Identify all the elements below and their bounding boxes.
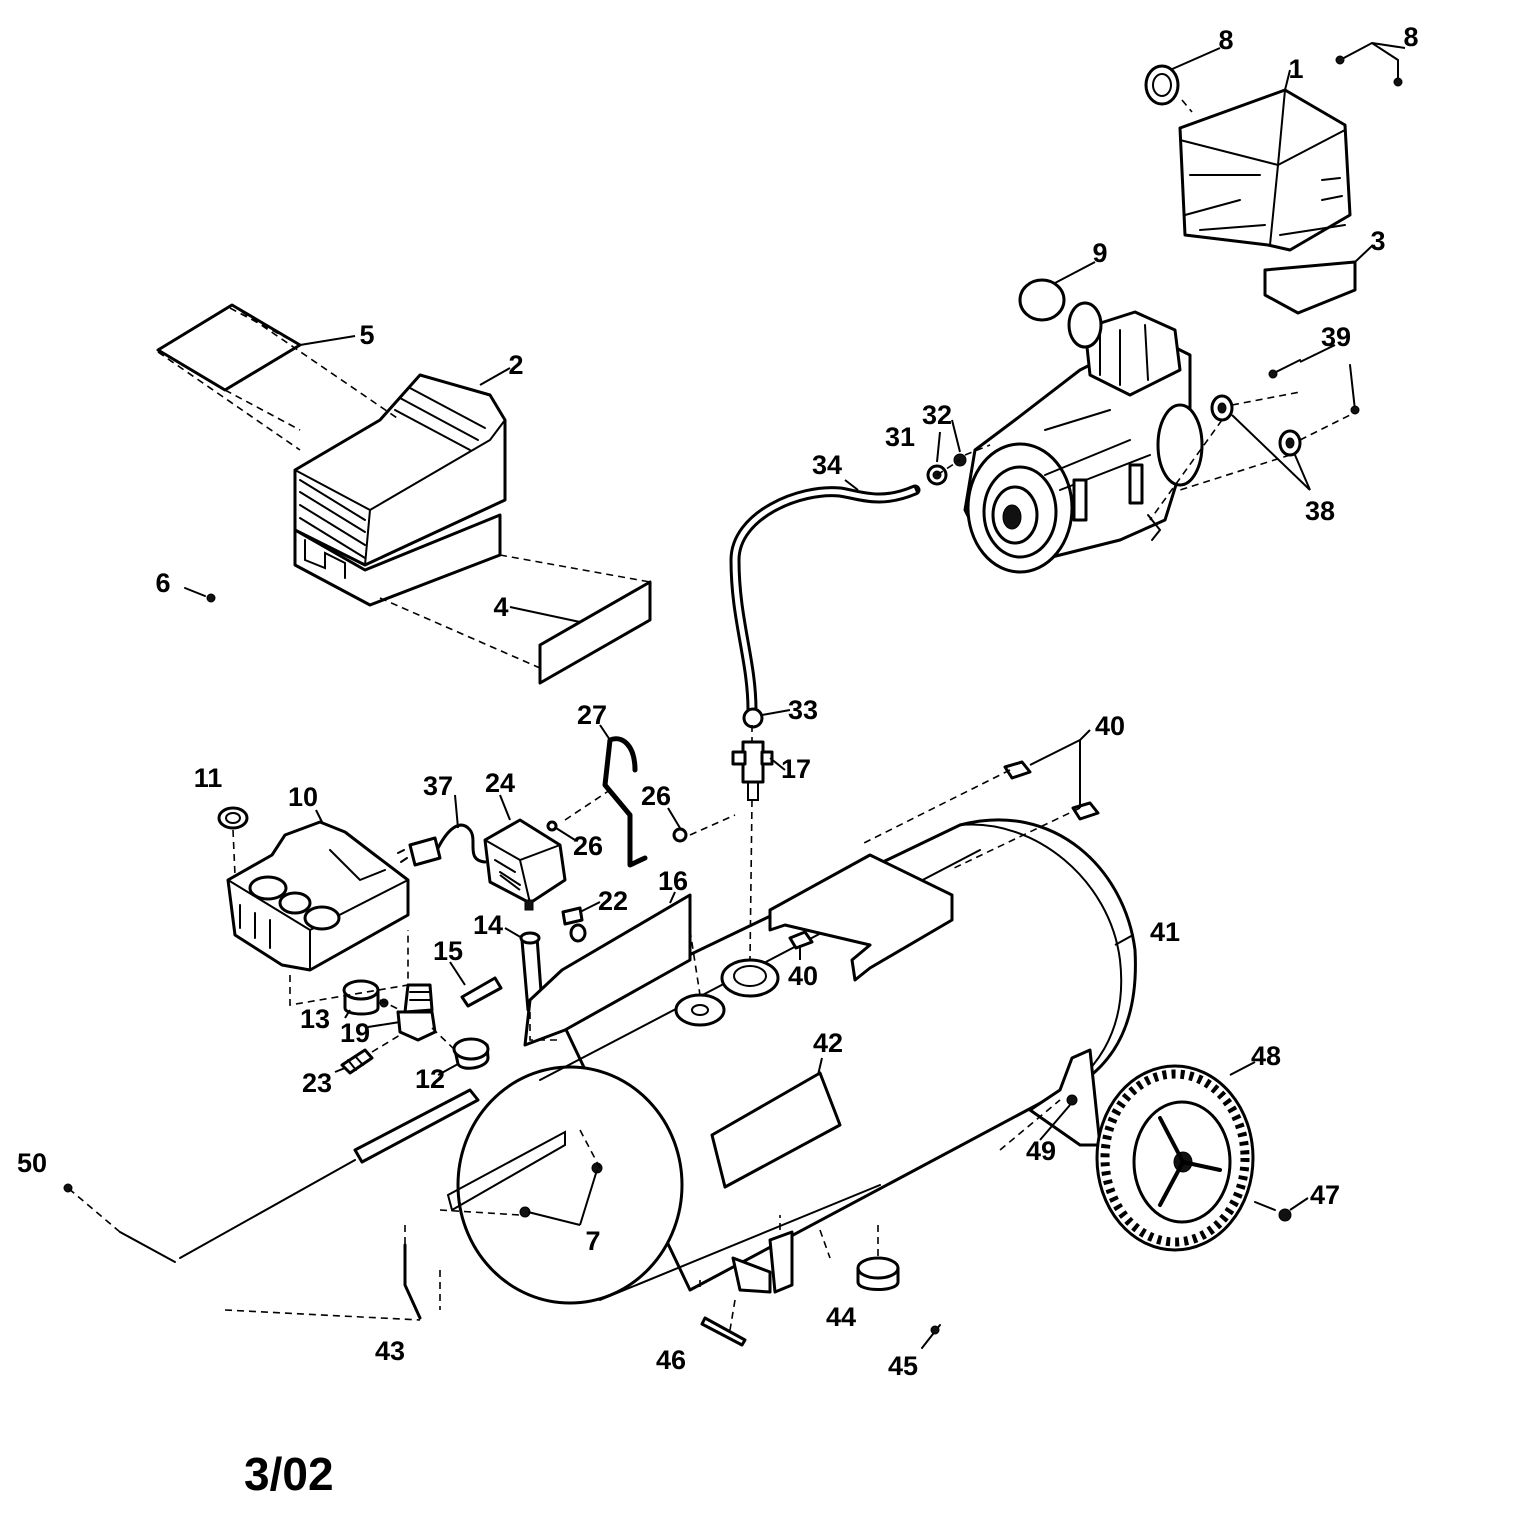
part-26-fitting-a xyxy=(672,827,688,843)
part-23-nipple xyxy=(340,1048,374,1075)
part-40-pad-c xyxy=(788,930,814,950)
part-40-pad-a xyxy=(1003,760,1032,780)
part-37-power-cord xyxy=(397,823,487,867)
callout-40a: 40 xyxy=(1095,711,1125,741)
callout-5: 5 xyxy=(359,320,374,350)
part-42-decal xyxy=(710,1071,842,1189)
callout-34: 34 xyxy=(812,450,842,480)
part-16-cover xyxy=(523,893,692,1047)
part-9-filter xyxy=(1018,278,1066,322)
leader-lines xyxy=(299,42,1406,1226)
callout-12: 12 xyxy=(415,1064,445,1094)
tank-washer xyxy=(674,993,726,1027)
part-40-pad-b xyxy=(1071,801,1100,821)
callout-40b: 40 xyxy=(788,961,818,991)
part-50-handle xyxy=(63,1088,480,1263)
callout-6: 6 xyxy=(155,568,170,598)
callout-16: 16 xyxy=(658,866,688,896)
front-leg xyxy=(768,1230,794,1294)
date-code: 3/02 xyxy=(244,1448,334,1500)
part-38-washer-b xyxy=(1278,429,1302,457)
callout-38: 38 xyxy=(1305,496,1335,526)
part-4-decal xyxy=(538,580,652,685)
assembly-lines xyxy=(67,99,1351,1331)
part-39-screw xyxy=(1268,359,1360,415)
wheel-bracket xyxy=(1028,1048,1102,1147)
callout-1: 1 xyxy=(1288,54,1303,84)
callout-19: 19 xyxy=(340,1018,370,1048)
callout-45: 45 xyxy=(888,1351,918,1381)
part-12-gauge xyxy=(452,1037,490,1070)
part-1-belt-guard xyxy=(1178,88,1352,252)
part-47-bolt xyxy=(1254,1201,1292,1222)
callout-33: 33 xyxy=(788,695,818,725)
callout-14: 14 xyxy=(473,910,503,940)
callout-44: 44 xyxy=(826,1302,856,1332)
callout-27: 27 xyxy=(577,700,607,730)
callout-15: 15 xyxy=(433,936,463,966)
callout-42: 42 xyxy=(813,1028,843,1058)
callout-41: 41 xyxy=(1150,917,1180,947)
callout-31: 31 xyxy=(885,422,915,452)
callout-11: 11 xyxy=(194,763,223,793)
part-5-decal xyxy=(156,303,302,392)
callout-32: 32 xyxy=(922,400,952,430)
callout-17: 17 xyxy=(781,754,811,784)
pump-motor-assembly xyxy=(963,301,1204,574)
part-11-fitting xyxy=(217,806,249,830)
part-2-shroud xyxy=(293,373,507,607)
part-19-regulator xyxy=(396,983,437,1042)
part-3-decal xyxy=(1263,260,1357,315)
callout-46: 46 xyxy=(656,1345,686,1375)
callout-24: 24 xyxy=(485,768,515,798)
motor-mounting-plate xyxy=(768,853,954,982)
callout-8a: 8 xyxy=(1218,25,1233,55)
callout-26a: 26 xyxy=(641,781,671,811)
part-22-valve xyxy=(561,906,587,943)
part-49-bolt xyxy=(1066,1094,1078,1106)
part-10-manifold xyxy=(226,820,410,972)
callout-48: 48 xyxy=(1251,1041,1281,1071)
callout-43: 43 xyxy=(375,1336,405,1366)
part-17-check-valve xyxy=(731,740,774,801)
part-38-washer-a xyxy=(1210,394,1234,422)
callout-37: 37 xyxy=(423,771,453,801)
part-15-nipple xyxy=(460,976,503,1008)
part-48-wheel xyxy=(1095,1064,1255,1252)
part-27-tube xyxy=(602,736,648,868)
callout-22: 22 xyxy=(598,886,628,916)
part-33-nut xyxy=(742,707,764,729)
part-6-screw xyxy=(184,587,216,603)
callout-13: 13 xyxy=(300,1004,330,1034)
part-8-grommet xyxy=(1144,64,1180,106)
callout-7: 7 xyxy=(585,1226,600,1256)
part-44-rubber-foot xyxy=(856,1256,900,1291)
callout-8b: 8 xyxy=(1403,22,1418,52)
callout-50: 50 xyxy=(17,1148,47,1178)
callout-labels: 1 2 3 4 5 6 7 8 8 9 10 11 12 13 14 15 16… xyxy=(17,22,1419,1381)
callout-23: 23 xyxy=(302,1068,332,1098)
callout-26b: 26 xyxy=(573,831,603,861)
part-24-pressure-switch xyxy=(483,818,567,911)
rear-foot xyxy=(731,1256,772,1294)
callout-2: 2 xyxy=(508,350,523,380)
part-26-fitting-b xyxy=(546,820,558,832)
callout-39: 39 xyxy=(1321,322,1351,352)
part-8-screw xyxy=(1335,41,1403,87)
tank-bung xyxy=(720,958,780,998)
part-41-tank xyxy=(456,818,1137,1305)
part-34-tube xyxy=(729,484,921,716)
part-46-bolt xyxy=(700,1316,747,1347)
callout-10: 10 xyxy=(288,782,318,812)
callout-9: 9 xyxy=(1092,238,1107,268)
callout-4: 4 xyxy=(493,592,508,622)
callout-49: 49 xyxy=(1026,1136,1056,1166)
part-45-bolt xyxy=(921,1324,941,1349)
callout-3: 3 xyxy=(1370,226,1385,256)
callout-47: 47 xyxy=(1310,1180,1340,1210)
part-13-gauge xyxy=(342,979,389,1016)
part-43-bracket xyxy=(403,1243,422,1320)
